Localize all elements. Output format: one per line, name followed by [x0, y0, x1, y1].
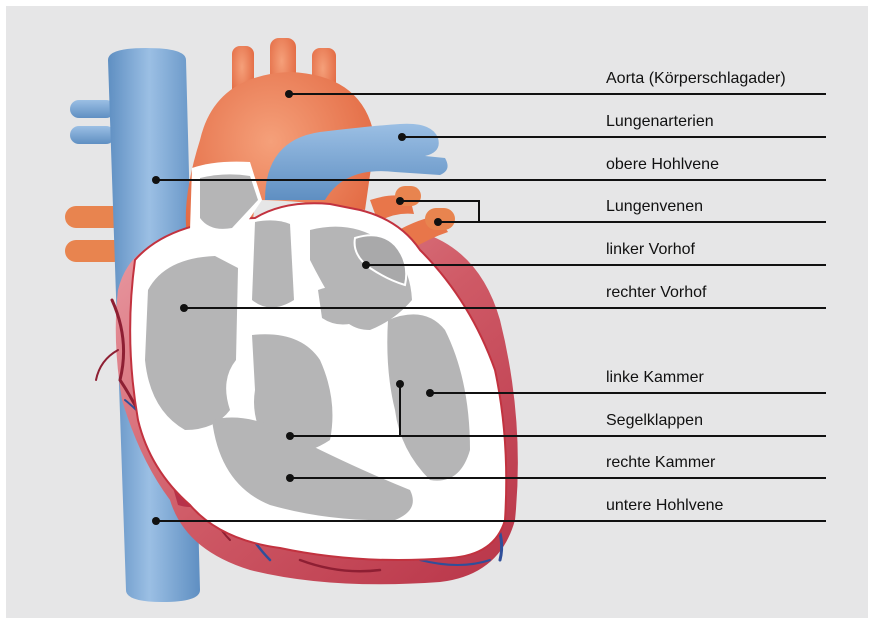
label-untere-hohlvene: untere Hohlvene: [606, 497, 723, 515]
label-obere-hohlvene: obere Hohlvene: [606, 156, 719, 174]
label-rechter-vorhof: rechter Vorhof: [606, 284, 707, 302]
label-linker-vorhof: linker Vorhof: [606, 241, 695, 259]
label-rechte-kammer: rechte Kammer: [606, 454, 715, 472]
label-segelklappen: Segelklappen: [606, 412, 703, 430]
label-linke-kammer: linke Kammer: [606, 369, 704, 387]
label-lungenvenen: Lungenvenen: [606, 198, 703, 216]
label-lungenarterien: Lungenarterien: [606, 113, 714, 131]
label-aorta: Aorta (Körperschlagader): [606, 70, 786, 88]
